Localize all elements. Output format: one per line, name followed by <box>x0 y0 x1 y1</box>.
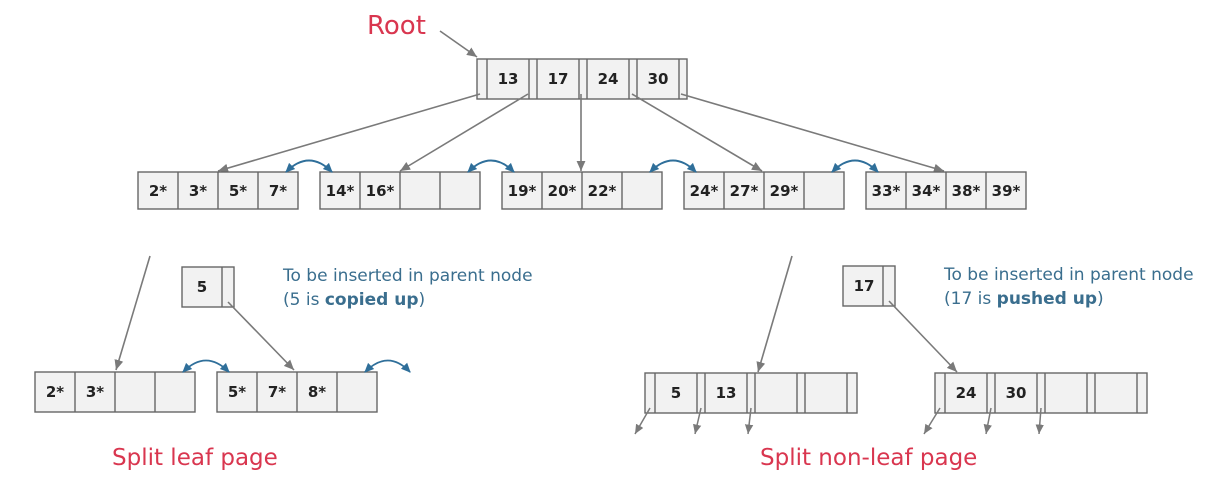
nonleaf-pushed-key: 17 <box>854 277 875 295</box>
leaf-5-entry-4: 39* <box>992 182 1021 200</box>
leaf-node-3: 19* 20* 22* <box>501 171 663 210</box>
root-key-2: 17 <box>548 70 569 88</box>
leaf-split-right-entry-2: 7* <box>268 383 286 401</box>
nonleaf-split-right-key-2: 30 <box>1006 384 1027 402</box>
leaf-sibling-links <box>285 159 879 173</box>
leaf-5-entry-2: 34* <box>912 182 941 200</box>
root-pointers <box>217 93 945 173</box>
leaf-split-caption: Split leaf page <box>112 445 278 471</box>
leaf-2-entry-1: 14* <box>326 182 355 200</box>
nonleaf-split-right-page: 24 30 <box>934 372 1148 414</box>
nonleaf-split-left-page: 5 13 <box>644 372 858 414</box>
leaf-3-entry-1: 19* <box>508 182 537 200</box>
leaf-1-entry-4: 7* <box>269 182 287 200</box>
leaf-split-left-entry-2: 3* <box>86 383 104 401</box>
leaf-split-left-entry-1: 2* <box>46 383 64 401</box>
nonleaf-split-note-line2: (17 is pushed up) <box>944 289 1104 309</box>
leaf-node-1: 2* 3* 5* 7* <box>137 171 299 210</box>
leaf-node-2: 14* 16* <box>319 171 481 210</box>
nonleaf-split-caption: Split non-leaf page <box>760 445 977 471</box>
leaf-node-5: 33* 34* 38* 39* <box>865 171 1027 210</box>
leaf-3-entry-2: 20* <box>548 182 577 200</box>
nonleaf-split-left-key-2: 13 <box>716 384 737 402</box>
leaf-1-entry-2: 3* <box>189 182 207 200</box>
nonleaf-pushed-key-box: 17 <box>842 265 896 307</box>
root-label-arrow <box>439 30 478 58</box>
leaf-5-entry-1: 33* <box>872 182 901 200</box>
leaf-4-entry-2: 27* <box>730 182 759 200</box>
leaf-pushed-key-pointer <box>227 301 295 371</box>
leaf-split-right-page: 5* 7* 8* <box>216 371 378 413</box>
nonleaf-split-right-key-1: 24 <box>956 384 977 402</box>
leaf-5-entry-3: 38* <box>952 182 981 200</box>
root-key-4: 30 <box>648 70 669 88</box>
leaf-split-note-line2: (5 is copied up) <box>283 290 425 310</box>
leaf-3-entry-3: 22* <box>588 182 617 200</box>
nonleaf-pushed-key-pointer <box>888 300 958 373</box>
leaf-split-right-entry-1: 5* <box>228 383 246 401</box>
leaf-pushed-key: 5 <box>197 278 207 296</box>
leaf-split-pointer <box>114 255 151 371</box>
leaf-2-entry-2: 16* <box>366 182 395 200</box>
leaf-1-entry-3: 5* <box>229 182 247 200</box>
root-key-1: 13 <box>498 70 519 88</box>
leaf-4-entry-1: 24* <box>690 182 719 200</box>
root-label: Root <box>367 11 426 41</box>
root-key-3: 24 <box>598 70 619 88</box>
leaf-pushed-key-box: 5 <box>181 266 235 308</box>
leaf-split-sibling-links <box>182 359 411 373</box>
leaf-1-entry-1: 2* <box>149 182 167 200</box>
nonleaf-split-pointer <box>756 255 793 373</box>
root-node: 13 17 24 30 <box>476 58 688 100</box>
leaf-split-note-line1: To be inserted in parent node <box>282 266 533 286</box>
nonleaf-child-pointers <box>634 407 1044 435</box>
leaf-split-right-entry-3: 8* <box>308 383 326 401</box>
nonleaf-split-left-key-1: 5 <box>671 384 681 402</box>
leaf-split-left-page: 2* 3* <box>34 371 196 413</box>
nonleaf-split-note-line1: To be inserted in parent node <box>943 265 1194 285</box>
leaf-node-4: 24* 27* 29* <box>683 171 845 210</box>
leaf-4-entry-3: 29* <box>770 182 799 200</box>
